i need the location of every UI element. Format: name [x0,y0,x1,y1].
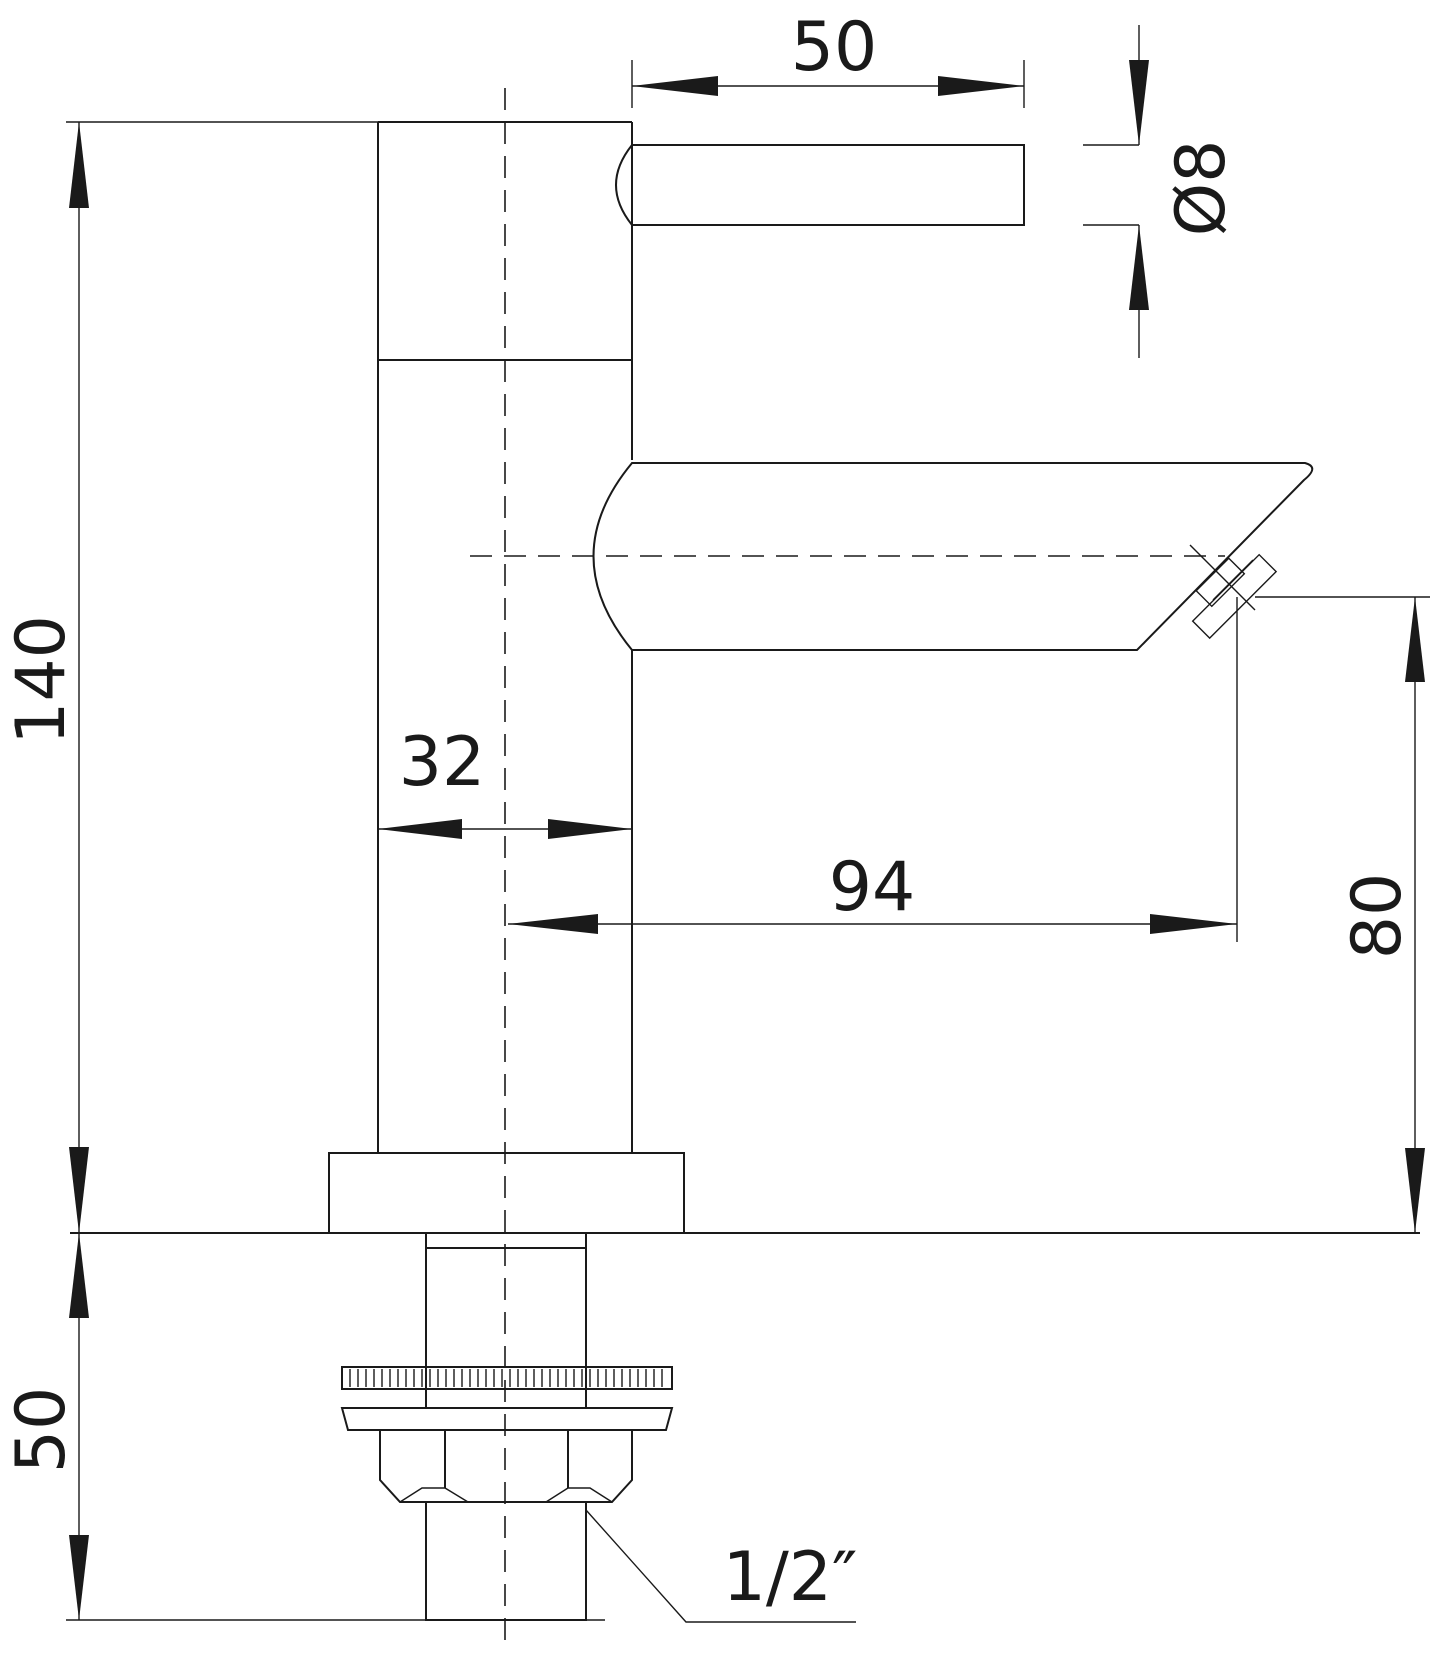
dimension-shank-length [66,1233,605,1621]
dimension-body-diameter [378,819,632,839]
thread-size-leader [585,1509,856,1623]
dim-label-shank-length: 50 [2,1387,81,1474]
knurled-nut [341,1366,673,1390]
washer [340,1407,674,1431]
dimension-spout-height [1255,596,1430,1233]
thread-pipe [425,1501,587,1621]
dim-label-thread-size: 1/2″ [723,1538,858,1617]
dim-label-lever-diameter: Ø8 [1162,140,1241,237]
shank-assembly [340,1232,674,1621]
dim-label-total-height: 140 [2,615,81,745]
dim-label-lever-length: 50 [791,8,878,87]
dimension-spout-reach [508,597,1238,942]
dimension-total-height [66,121,378,1233]
dim-label-spout-height: 80 [1338,873,1417,960]
dim-label-body-diameter: 32 [399,723,486,802]
base-escutcheon [328,1152,685,1234]
dimension-lever-length [631,60,1025,108]
dimension-lever-diameter [1083,25,1149,358]
dim-label-spout-reach: 94 [829,848,916,927]
knurl-pattern [349,1369,663,1387]
lever-handle [615,144,1025,226]
